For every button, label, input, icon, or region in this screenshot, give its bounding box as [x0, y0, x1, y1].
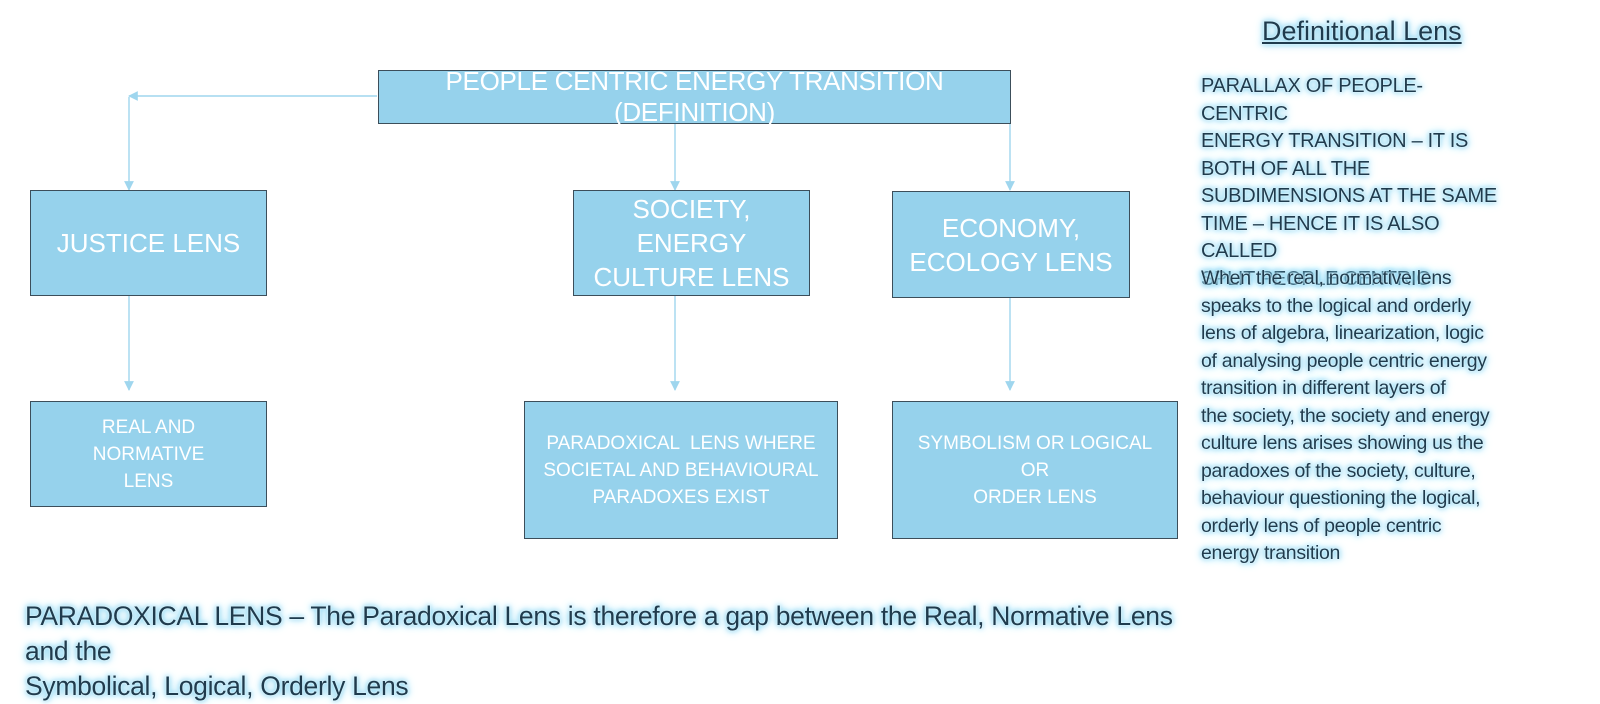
parallax-line: TIME – HENCE IT IS ALSO CALLED: [1201, 212, 1440, 263]
real-normative-label-line-1: REAL AND NORMATIVE: [92, 416, 205, 465]
paradoxical-label-line-2: SOCIETAL AND BEHAVIOURAL: [543, 459, 819, 481]
real-normative-label-line-2: LENS: [123, 470, 174, 492]
root-node-label: PEOPLE CENTRIC ENERGY TRANSITION (DEFINI…: [445, 66, 944, 127]
paradoxical-label-line-3: PARADOXES EXIST: [592, 486, 770, 508]
real-normative-lens-node: REAL AND NORMATIVE LENS: [30, 401, 267, 507]
paragraph-line: energy transition: [1201, 542, 1341, 564]
symbolism-lens-node: SYMBOLISM OR LOGICAL OR ORDER LENS: [892, 401, 1178, 539]
note-line-1: PARADOXICAL LENS – The Paradoxical Lens …: [25, 601, 1173, 666]
economy-lens-label-line-2: ECOLOGY LENS: [909, 246, 1113, 277]
paragraph-line: behaviour questioning the logical,: [1201, 487, 1481, 509]
paragraph-line: lens of algebra, linearization, logic: [1201, 322, 1484, 344]
parallax-line: SUBDIMENSIONS AT THE SAME: [1201, 185, 1497, 207]
paradoxical-lens-node: PARADOXICAL LENS WHERE SOCIETAL AND BEHA…: [524, 401, 838, 539]
paragraph-line: culture lens arises showing us the: [1201, 432, 1484, 454]
parallax-line: SPLIT PEOPLE CENTRIC: [1201, 267, 1431, 290]
paragraph-line: speaks to the logical and orderly: [1201, 294, 1471, 317]
economy-ecology-lens-node: ECONOMY, ECOLOGY LENS: [892, 191, 1130, 298]
note-line-2: Symbolical, Logical, Orderly Lens: [25, 671, 409, 701]
parallax-line: PARALLAX OF PEOPLE-CENTRIC: [1201, 75, 1423, 125]
society-energy-culture-lens-node: SOCIETY, ENERGY CULTURE LENS: [573, 190, 810, 296]
definitional-lens-title: Definitional Lens: [1262, 16, 1462, 46]
paragraph-line: When the real, normative lens: [1201, 267, 1452, 289]
parallax-line: ENERGY TRANSITION – IT IS: [1201, 130, 1469, 152]
paragraph-line: of analysing people centric energy: [1201, 349, 1487, 372]
paradoxical-label-line-1: PARADOXICAL LENS WHERE: [546, 432, 816, 454]
justice-lens-label: JUSTICE LENS: [56, 228, 241, 258]
symbolism-label-line-2: ORDER LENS: [973, 486, 1097, 508]
parallax-description: PARALLAX OF PEOPLE-CENTRIC ENERGY TRANSI…: [1201, 73, 1501, 293]
paragraph-line: the society, the society and energy: [1201, 404, 1490, 427]
paradoxical-lens-note: PARADOXICAL LENS – The Paradoxical Lens …: [25, 599, 1195, 704]
symbolism-label-line-1: SYMBOLISM OR LOGICAL OR: [917, 432, 1153, 481]
society-lens-label-line-2: CULTURE LENS: [593, 262, 790, 292]
lens-explanation-paragraph: When the real, normative lens speaks to …: [1201, 265, 1501, 568]
justice-lens-node: JUSTICE LENS: [30, 190, 267, 296]
paragraph-line: orderly lens of people centric: [1201, 514, 1442, 537]
parallax-line: BOTH OF ALL THE: [1201, 157, 1370, 180]
society-lens-label-line-1: SOCIETY, ENERGY: [632, 194, 751, 258]
root-node: PEOPLE CENTRIC ENERGY TRANSITION (DEFINI…: [378, 66, 1011, 127]
paragraph-line: paradoxes of the society, culture,: [1201, 459, 1476, 482]
economy-lens-label-line-1: ECONOMY,: [941, 212, 1081, 243]
paragraph-line: transition in different layers of: [1201, 377, 1446, 399]
